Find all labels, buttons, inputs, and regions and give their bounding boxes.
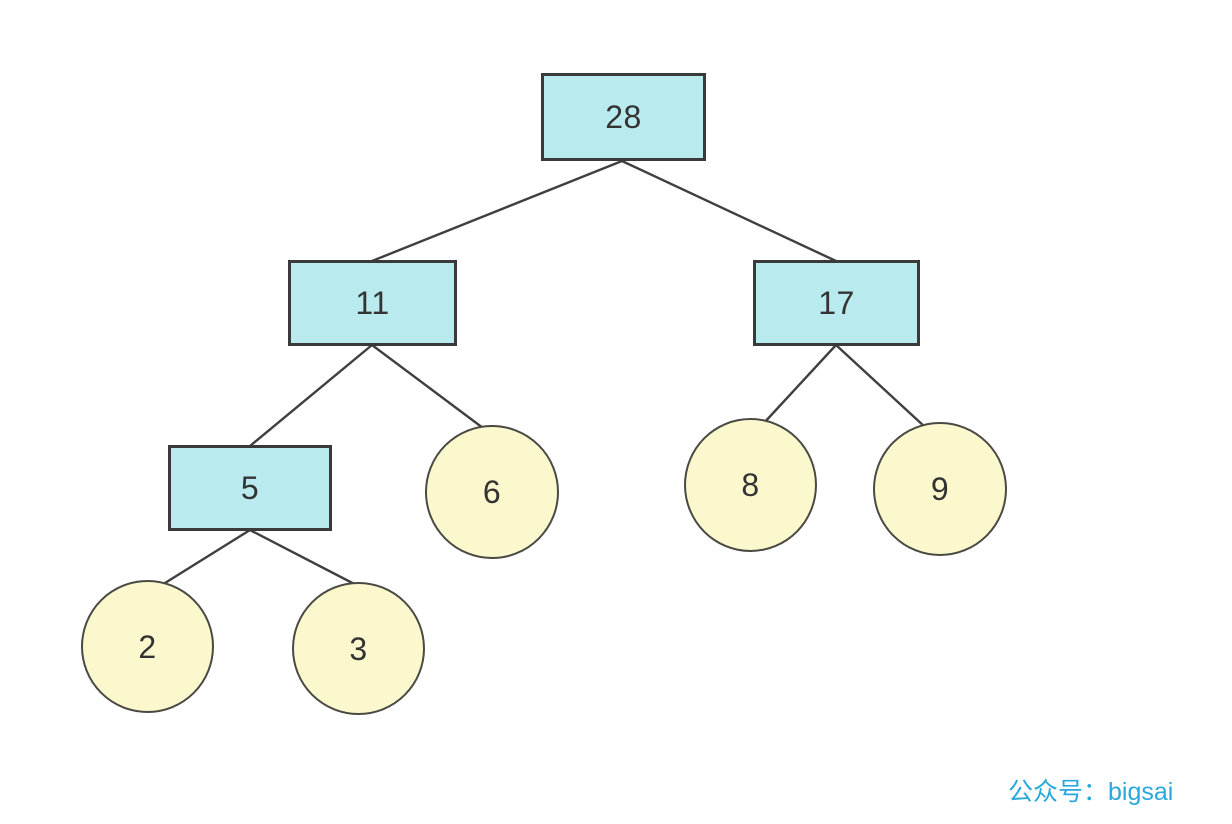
tree-edge bbox=[834, 343, 927, 429]
node-label: 9 bbox=[930, 471, 950, 507]
tree-edge bbox=[620, 159, 838, 263]
tree-node-3[interactable]: 3 bbox=[292, 582, 425, 715]
node-label: 28 bbox=[605, 99, 642, 135]
tree-edge bbox=[155, 528, 252, 590]
tree-node-17[interactable]: 17 bbox=[753, 260, 920, 346]
tree-node-6[interactable]: 6 bbox=[425, 425, 559, 559]
node-label: 5 bbox=[240, 470, 260, 506]
node-label: 2 bbox=[138, 628, 157, 665]
tree-node-11[interactable]: 11 bbox=[288, 260, 457, 346]
tree-node-2[interactable]: 2 bbox=[81, 580, 214, 713]
tree-node-9[interactable]: 9 bbox=[873, 422, 1007, 556]
tree-edge bbox=[248, 528, 366, 591]
watermark-label: 公众号：bigsai bbox=[1008, 778, 1174, 806]
tree-edge bbox=[370, 343, 485, 430]
tree-edge bbox=[248, 343, 374, 448]
tree-node-8[interactable]: 8 bbox=[684, 418, 817, 552]
tree-edge bbox=[370, 159, 624, 263]
node-label: 3 bbox=[349, 630, 368, 667]
tree-node-5[interactable]: 5 bbox=[168, 445, 332, 531]
node-label: 17 bbox=[818, 285, 855, 321]
tree-edge bbox=[761, 343, 838, 426]
node-label: 6 bbox=[482, 474, 502, 510]
node-label: 8 bbox=[741, 467, 760, 503]
node-label: 11 bbox=[355, 285, 390, 321]
tree-node-28[interactable]: 28 bbox=[541, 73, 706, 161]
